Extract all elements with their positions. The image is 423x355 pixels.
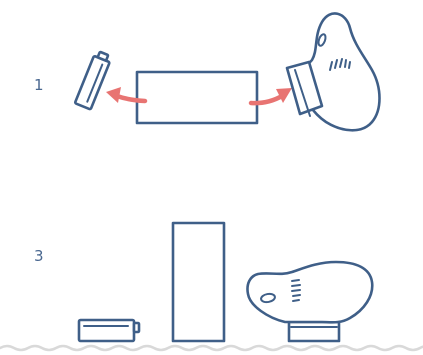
device-body [300, 12, 381, 132]
ground-line [0, 344, 423, 352]
arrow-left [106, 87, 148, 104]
device-upright [246, 260, 374, 343]
battery-flat-body [77, 318, 136, 343]
battery-tipped [73, 50, 111, 111]
device-upright-body [246, 260, 374, 324]
step-1: 1 [34, 12, 381, 132]
step-3: 3 [34, 221, 374, 343]
battery-edge [86, 63, 104, 103]
battery-terminal [96, 50, 110, 62]
device-tilted [285, 12, 381, 132]
battery-flat-terminal [132, 321, 141, 334]
box-upright [171, 221, 226, 343]
device-base [287, 320, 341, 343]
device-upright-vents [291, 279, 301, 302]
step-3-number: 3 [34, 247, 44, 265]
arrow-left-head [106, 87, 121, 103]
step-1-number: 1 [34, 76, 44, 94]
box [135, 70, 259, 125]
arrow-right-head [276, 88, 292, 103]
battery-flat [77, 318, 141, 343]
device-button [317, 33, 327, 47]
battery-body [73, 54, 111, 111]
arrow-right [248, 88, 292, 106]
device-cup-line [294, 69, 311, 117]
device-vents [329, 58, 351, 71]
arrow-right-shaft [248, 93, 285, 106]
device-upright-button [260, 292, 276, 304]
